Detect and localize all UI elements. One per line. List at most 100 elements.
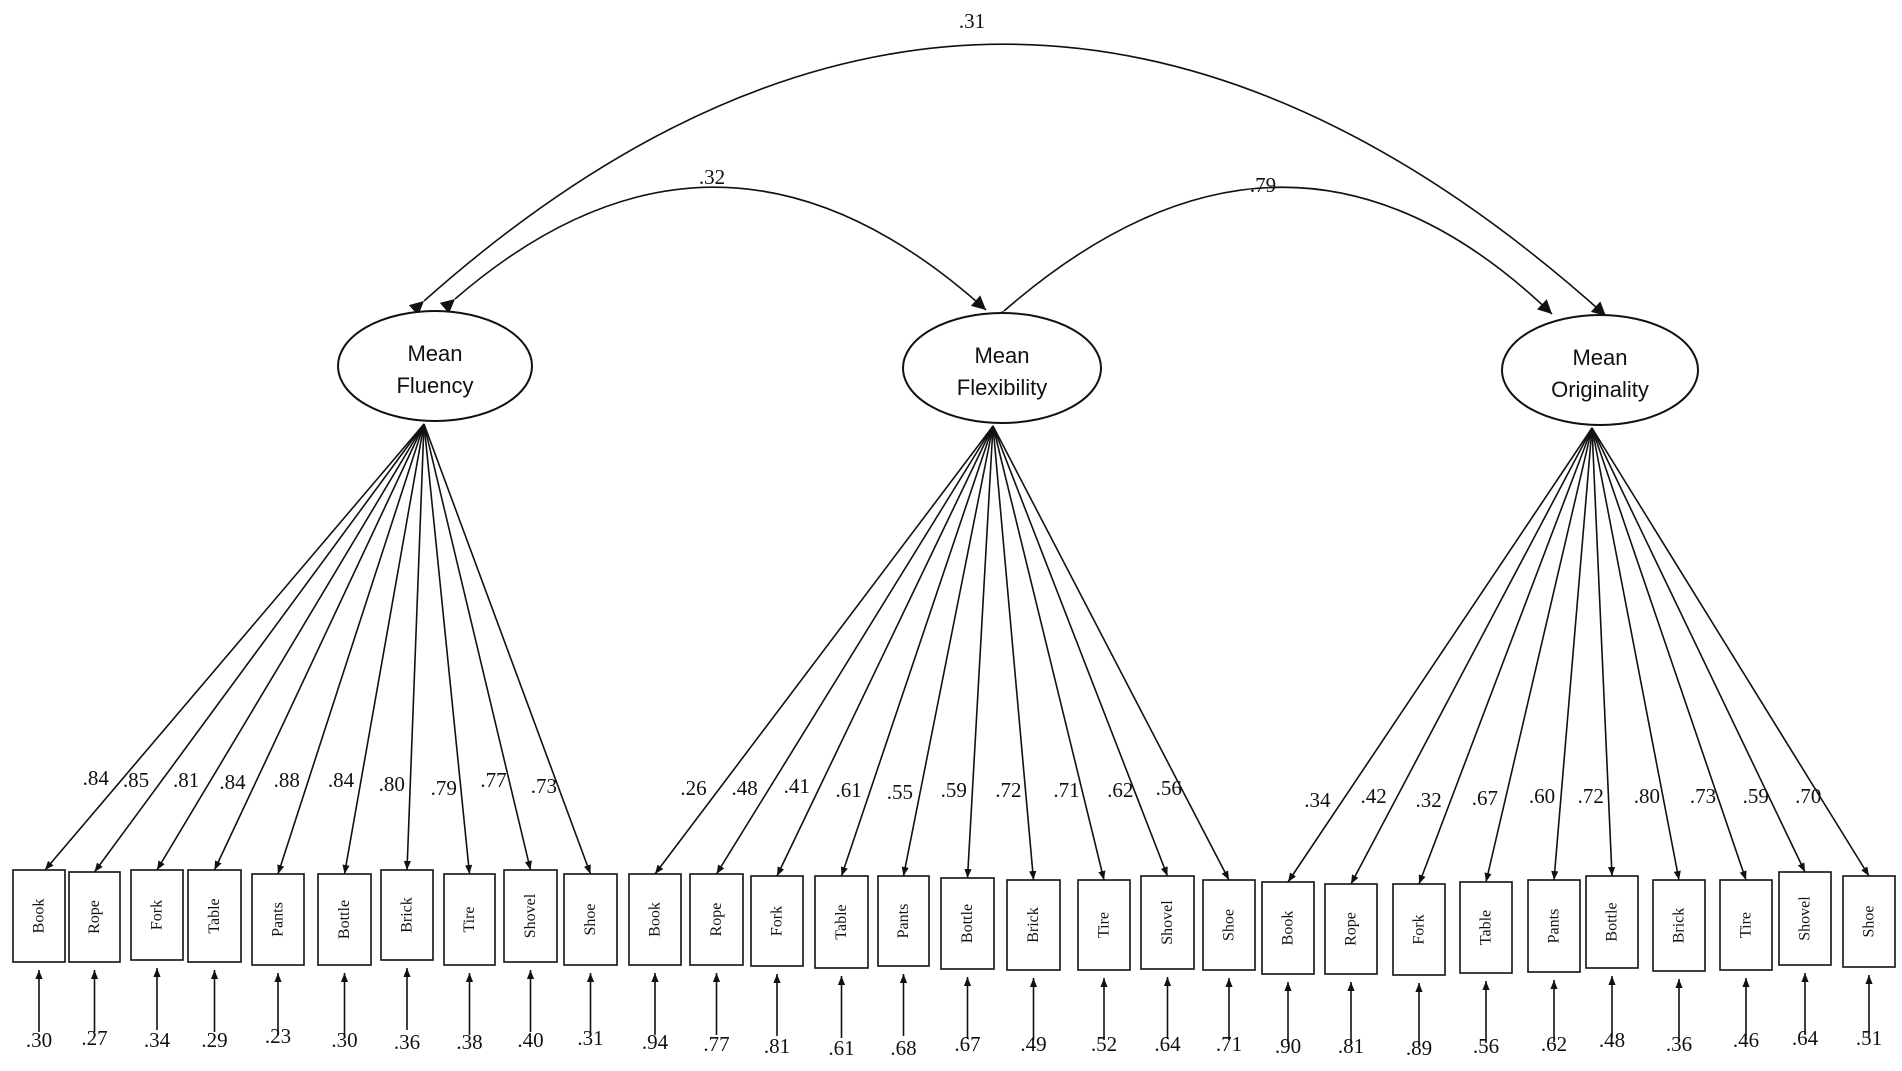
indicator-fluency-shovel — [503, 869, 558, 963]
error-value-originality-pants: .62 — [1541, 1032, 1567, 1056]
loading-path-originality-tire — [1591, 427, 1747, 881]
loading-path-originality-shovel — [1591, 427, 1806, 873]
indicator-flexibility-fork-label: Fork — [769, 906, 786, 936]
loading-path-fluency-book — [44, 423, 425, 871]
indicator-flexibility-rope-label: Rope — [708, 903, 725, 937]
loading-value-fluency-tire: .79 — [431, 776, 457, 800]
loading-path-flexibility-rope — [715, 425, 994, 875]
correlation-value-fluency-flexibility: .32 — [699, 165, 725, 189]
indicator-flexibility-table-label: Table — [833, 904, 850, 939]
error-value-originality-tire: .46 — [1733, 1028, 1759, 1052]
loading-path-flexibility-fork — [776, 425, 994, 877]
indicator-originality-pants — [1527, 879, 1581, 973]
indicator-originality-tire — [1719, 879, 1773, 971]
indicator-flexibility-fork — [750, 875, 804, 967]
error-value-flexibility-shovel: .64 — [1154, 1032, 1181, 1056]
indicator-fluency-shovel-label: Shovel — [522, 893, 539, 938]
indicator-originality-book-label: Book — [1280, 911, 1297, 946]
loading-path-originality-shoe — [1591, 427, 1870, 877]
error-value-fluency-fork: .34 — [144, 1028, 171, 1052]
latent-originality-label-line1: Mean — [1572, 345, 1627, 370]
indicator-originality-shoe-label: Shoe — [1861, 906, 1878, 938]
error-value-fluency-bottle: .30 — [331, 1028, 357, 1052]
loading-path-fluency-shoe — [423, 423, 592, 875]
indicator-fluency-fork-label: Fork — [149, 900, 166, 930]
loading-value-flexibility-pants: .55 — [887, 780, 913, 804]
error-value-originality-rope: .81 — [1338, 1034, 1364, 1058]
loading-path-fluency-shovel — [423, 423, 532, 871]
loading-path-originality-pants — [1551, 427, 1593, 881]
indicator-flexibility-rope — [689, 873, 744, 966]
indicator-flexibility-table — [814, 875, 869, 969]
error-value-flexibility-brick: .49 — [1020, 1032, 1046, 1056]
loading-value-fluency-brick: .80 — [379, 772, 405, 796]
error-value-originality-book: .90 — [1275, 1034, 1301, 1058]
error-value-fluency-shoe: .31 — [577, 1026, 603, 1050]
correlation-arc-fluency-flexibility — [439, 186, 987, 314]
loading-path-flexibility-bottle — [964, 425, 994, 879]
indicator-originality-rope — [1324, 883, 1378, 975]
loading-value-flexibility-book: .26 — [680, 776, 706, 800]
loading-value-fluency-shovel: .77 — [480, 768, 506, 792]
error-value-flexibility-pants: .68 — [890, 1036, 916, 1060]
indicator-flexibility-book-label: Book — [647, 902, 664, 937]
loading-value-flexibility-shovel: .62 — [1107, 778, 1133, 802]
indicator-originality-brick — [1652, 879, 1706, 972]
indicator-fluency-book — [12, 869, 66, 963]
loading-path-originality-brick — [1591, 427, 1681, 881]
indicator-fluency-pants — [251, 873, 305, 966]
latent-fluency-label-line2: Fluency — [396, 373, 473, 398]
error-value-originality-table: .56 — [1473, 1034, 1499, 1058]
indicator-flexibility-shovel-label: Shovel — [1159, 900, 1176, 945]
loading-path-fluency-pants — [277, 423, 425, 875]
indicator-flexibility-shoe-label: Shoe — [1221, 909, 1238, 941]
loading-value-flexibility-fork: .41 — [784, 774, 810, 798]
loading-value-originality-brick: .80 — [1634, 784, 1660, 808]
loading-value-fluency-shoe: .73 — [531, 774, 557, 798]
loading-path-fluency-brick — [403, 423, 425, 871]
indicator-flexibility-shoe — [1202, 879, 1256, 971]
indicator-fluency-table — [187, 869, 242, 963]
loading-value-originality-pants: .60 — [1529, 784, 1555, 808]
indicator-originality-shovel — [1778, 871, 1832, 966]
loading-path-fluency-fork — [156, 423, 425, 871]
loading-value-flexibility-tire: .71 — [1053, 778, 1079, 802]
correlation-value-flexibility-originality: .79 — [1250, 173, 1276, 197]
indicator-flexibility-tire-label: Tire — [1096, 912, 1113, 938]
indicator-originality-table-label: Table — [1478, 910, 1495, 945]
loading-path-flexibility-pants — [901, 425, 994, 877]
indicator-originality-brick-label: Brick — [1671, 908, 1688, 944]
loading-path-flexibility-table — [840, 425, 994, 877]
latent-fluency — [337, 310, 533, 422]
error-value-fluency-book: .30 — [26, 1028, 52, 1052]
error-value-originality-shoe: .51 — [1856, 1026, 1882, 1050]
indicator-originality-shovel-label: Shovel — [1797, 896, 1814, 941]
error-value-flexibility-book: .94 — [642, 1030, 669, 1054]
latent-flexibility-label-line2: Flexibility — [957, 375, 1047, 400]
indicator-originality-bottle — [1585, 875, 1639, 969]
error-value-originality-bottle: .48 — [1599, 1028, 1625, 1052]
loading-path-flexibility-brick — [992, 425, 1037, 881]
indicator-fluency-rope-label: Rope — [86, 900, 103, 934]
loading-path-originality-book — [1287, 427, 1593, 883]
loading-path-fluency-rope — [93, 423, 425, 873]
error-value-originality-shovel: .64 — [1792, 1026, 1819, 1050]
error-value-flexibility-shoe: .71 — [1216, 1032, 1242, 1056]
indicator-originality-bottle-label: Bottle — [1604, 902, 1621, 941]
indicator-fluency-bottle-label: Bottle — [336, 900, 353, 939]
indicator-flexibility-brick-label: Brick — [1025, 907, 1042, 943]
indicator-flexibility-shovel — [1140, 875, 1195, 970]
loading-value-flexibility-table: .61 — [836, 778, 862, 802]
indicator-fluency-book-label: Book — [31, 899, 48, 934]
error-value-fluency-rope: .27 — [81, 1026, 107, 1050]
indicator-fluency-brick — [380, 869, 434, 961]
indicator-fluency-table-label: Table — [206, 898, 223, 933]
latent-originality — [1501, 314, 1699, 426]
error-value-originality-brick: .36 — [1666, 1032, 1692, 1056]
loading-value-originality-table: .67 — [1472, 786, 1498, 810]
error-value-flexibility-tire: .52 — [1091, 1032, 1117, 1056]
indicator-flexibility-tire — [1077, 879, 1131, 971]
correlation-value-fluency-originality: .31 — [959, 9, 985, 33]
indicator-fluency-rope — [68, 871, 121, 963]
